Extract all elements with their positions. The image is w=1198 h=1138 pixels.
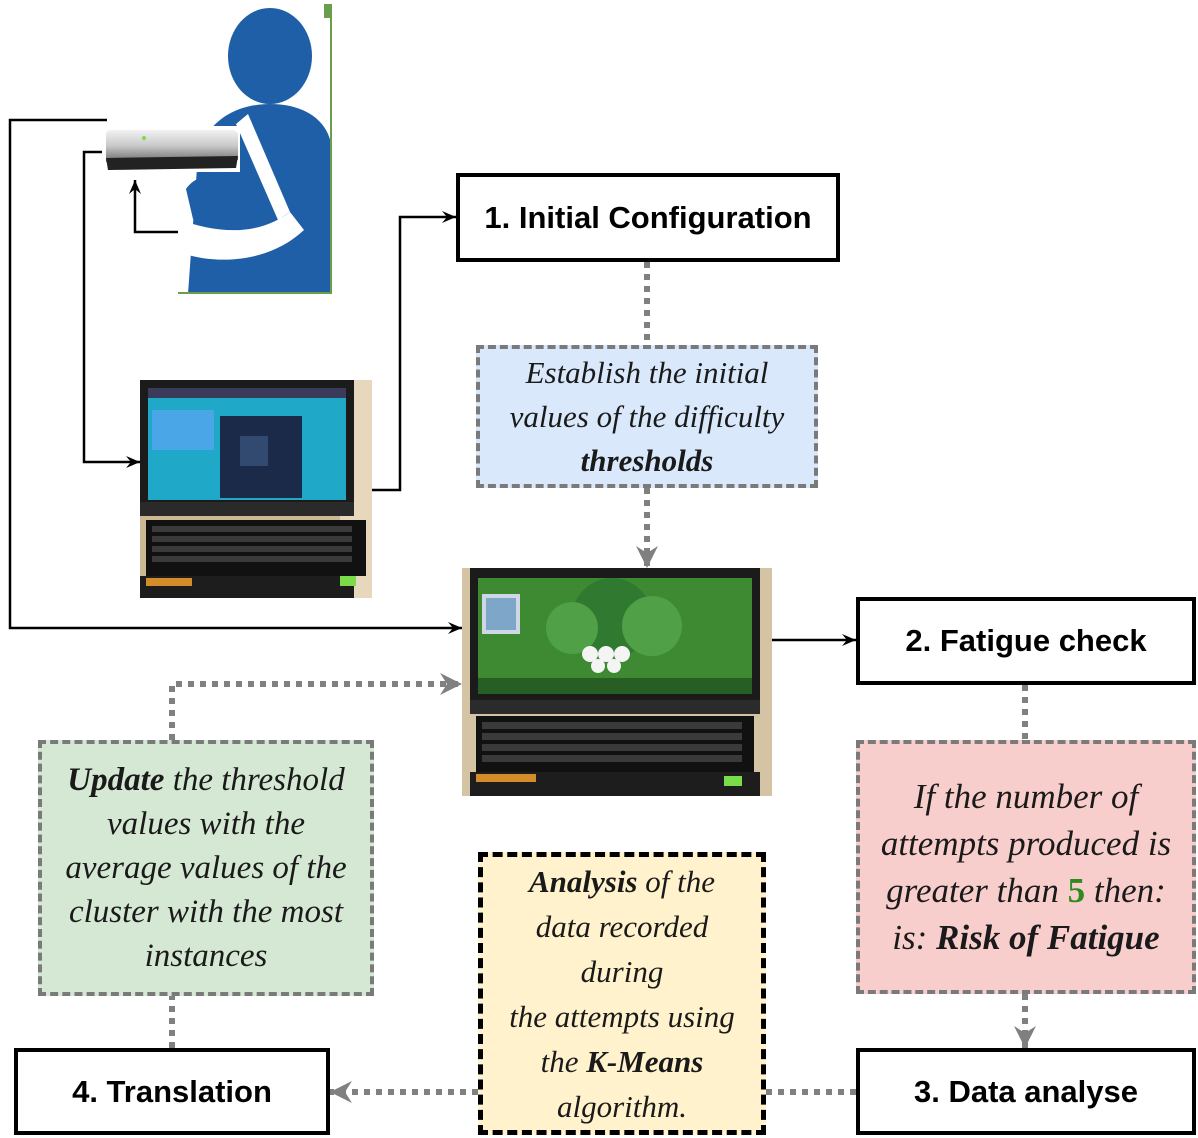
note-kmeans-line-2: data recorded <box>535 908 709 944</box>
step-fatigue-check: 2. Fatigue check <box>856 597 1196 685</box>
connector-update-to-game <box>169 673 462 740</box>
note-update-line-4: cluster with the most <box>68 894 344 930</box>
note-update-line-5: instances <box>144 938 268 974</box>
note-kmeans-analysis: Analysis of the data recorded during the… <box>478 852 766 1135</box>
note-establish-line-2: values of the difficulty <box>509 398 785 434</box>
laptop-icon <box>140 380 372 598</box>
game-laptop-photo <box>462 568 772 796</box>
note-fatigue-line-1: If the number of <box>913 777 1139 816</box>
note-update-thresholds: Update the threshold values with the ave… <box>38 740 374 996</box>
step-initial-configuration-label: 1. Initial Configuration <box>484 199 812 235</box>
note-kmeans-line-5-pre: the <box>540 1043 579 1079</box>
note-fatigue-rule: If the number of attempts produced is gr… <box>856 740 1196 994</box>
step-initial-configuration: 1. Initial Configuration <box>456 173 840 262</box>
connector-hand-to-sensor <box>129 180 178 234</box>
note-update-line-3: average values of the <box>65 850 347 886</box>
sensor-icon <box>102 126 240 172</box>
note-fatigue-line-4-pre: is: <box>892 918 928 957</box>
injured-user-illustration <box>178 4 332 294</box>
step-translation-label: 4. Translation <box>72 1073 272 1109</box>
note-establish-keyword: thresholds <box>580 442 714 478</box>
note-fatigue-threshold-number: 5 <box>1067 871 1086 910</box>
note-establish-line-1: Establish the initial <box>525 354 769 390</box>
note-kmeans-line-1-post: of the <box>645 863 715 899</box>
motion-sensor-device <box>100 122 242 176</box>
note-kmeans-line-4: the attempts using <box>509 998 735 1034</box>
note-fatigue-line-3-pre: greater than <box>886 871 1059 910</box>
note-kmeans-line-3: during <box>580 953 664 989</box>
step-fatigue-check-label: 2. Fatigue check <box>905 623 1147 658</box>
connector-laptop-to-config <box>372 211 456 492</box>
note-update-keyword: Update <box>67 762 165 798</box>
step-data-analyse: 3. Data analyse <box>856 1048 1196 1135</box>
note-kmeans-keyword-kmeans: K-Means <box>586 1043 704 1079</box>
note-fatigue-line-2: attempts produced is <box>880 824 1172 863</box>
laptop-game-icon <box>462 568 772 796</box>
note-establish-thresholds: Establish the initial values of the diff… <box>476 345 818 488</box>
note-update-line-2: values with the <box>107 806 305 842</box>
user-icon <box>178 4 330 292</box>
connector-sensor-to-game <box>8 118 462 634</box>
step-translation: 4. Translation <box>14 1048 330 1135</box>
connector-sensor-to-laptop <box>82 150 140 468</box>
note-update-line-1-post: the threshold <box>172 762 345 798</box>
note-kmeans-line-6: algorithm. <box>556 1088 688 1124</box>
configuration-laptop-photo <box>140 380 372 598</box>
note-kmeans-keyword-analysis: Analysis <box>528 863 638 899</box>
note-fatigue-line-3-post: then: <box>1093 871 1166 910</box>
note-fatigue-risk-label: Risk of Fatigue <box>936 918 1160 957</box>
step-data-analyse-label: 3. Data analyse <box>913 1073 1139 1109</box>
